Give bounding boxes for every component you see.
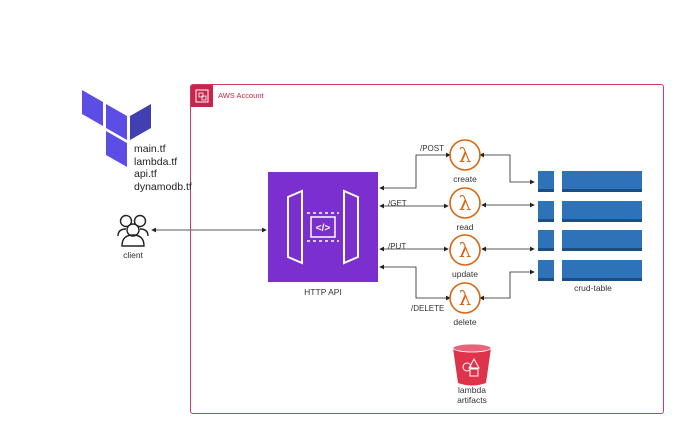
tf-file-main: main.tf [134,143,166,155]
lambda-read-label: read [456,222,474,232]
route-delete-label: /DELETE [411,304,445,313]
lambda-update-icon: λ [449,234,481,266]
tf-file-api: api.tf [134,168,157,180]
svg-text:λ: λ [459,191,472,215]
lambda-create-icon: λ [449,139,481,171]
client-users-icon [117,214,149,247]
crud-table-label: crud-table [574,283,612,293]
bucket-label-line1: lambda [458,385,486,395]
client-label: client [123,250,143,260]
route-post-label: /POST [420,144,445,153]
bucket-label-line2: artifacts [457,395,487,405]
route-get-label: /GET [388,199,407,208]
aws-account-boundary [190,84,664,414]
route-put-label: /PUT [388,242,407,251]
http-api-label: HTTP API [304,287,342,297]
api-gateway-icon: </> [268,172,378,282]
terraform-logo [82,90,151,167]
table-connectors [479,152,535,301]
s3-bucket-icon [452,343,492,386]
tf-file-dynamodb: dynamodb.tf [134,180,192,193]
lambda-delete-icon: λ [449,282,481,314]
aws-account-label: AWS Account [218,91,264,100]
route-connectors [379,152,451,301]
dynamodb-table-icon [538,171,642,281]
svg-text:λ: λ [459,238,472,262]
tf-file-lambda: lambda.tf [134,155,178,168]
lambda-update-label: update [452,269,478,279]
svg-text:λ: λ [459,143,472,167]
lambda-read-icon: λ [449,187,481,219]
terraform-file-list: main.tf lambda.tf api.tf dynamodb.tf [134,143,192,193]
aws-account-icon [191,85,213,107]
lambda-create-label: create [453,174,477,184]
svg-text:λ: λ [459,286,472,310]
bucket-label: lambda artifacts [447,385,497,405]
svg-text:</>: </> [316,223,331,234]
lambda-delete-label: delete [453,317,477,327]
